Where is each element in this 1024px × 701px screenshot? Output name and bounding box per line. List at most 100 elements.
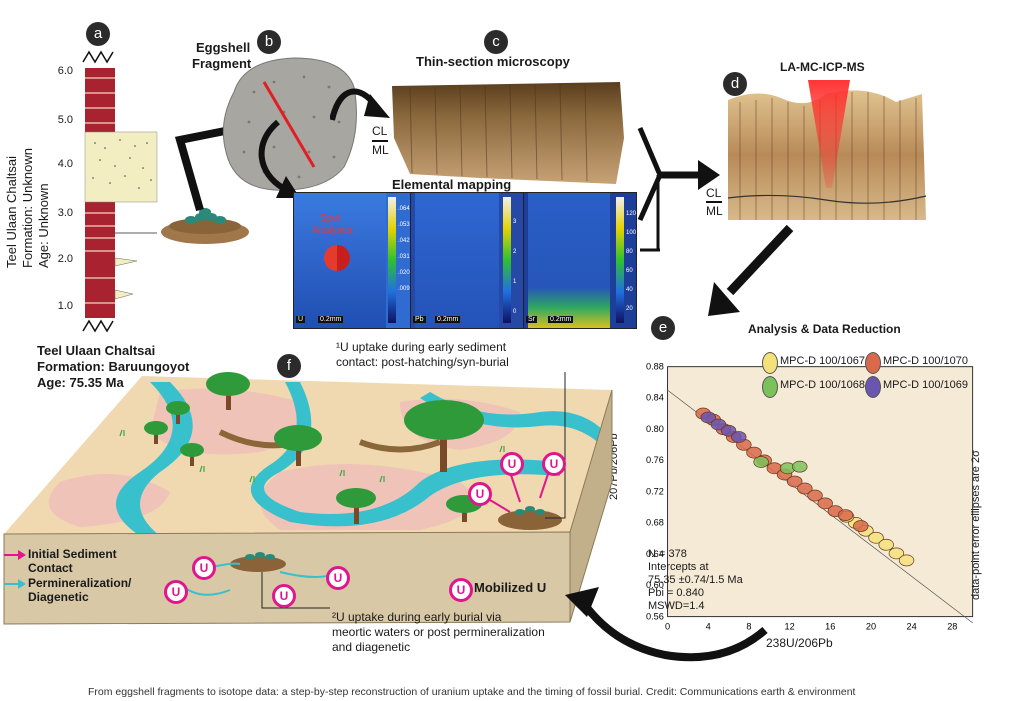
u-ball-mobilized: U bbox=[449, 578, 473, 602]
arrow-to-thin-section-icon bbox=[330, 88, 390, 121]
laser-divider bbox=[706, 201, 722, 203]
map-element-pb: Pb bbox=[413, 316, 426, 323]
data-point bbox=[792, 460, 808, 473]
stat-pbi: Pbi = 0.840 bbox=[648, 587, 704, 599]
u-ball-6: U bbox=[272, 584, 296, 608]
y-tick-label: 0.68 bbox=[646, 518, 664, 528]
mobilized-u-label: Mobilized U bbox=[474, 580, 547, 595]
legend-1070: MPC-D 100/1070 bbox=[883, 355, 968, 367]
map-scale-3: 0.2mm bbox=[548, 316, 574, 323]
stat-mswd: MSWD=1.4 bbox=[648, 600, 705, 612]
data-point bbox=[837, 509, 854, 521]
nest-icon bbox=[161, 208, 249, 244]
legend-swatch-1068 bbox=[762, 376, 778, 398]
map3-tick: 100 bbox=[626, 230, 637, 236]
badge-a: a bbox=[86, 22, 110, 46]
spot-analyses-label-2: Analyses bbox=[312, 225, 353, 236]
map1-tick: .064 bbox=[398, 206, 410, 212]
strat-tick-1: 1.0 bbox=[57, 300, 73, 312]
uptake2-line1: ²U uptake during early burial via bbox=[332, 610, 502, 624]
landscape-block bbox=[3, 372, 613, 625]
uptake1-line1: ¹U uptake during early sediment bbox=[336, 340, 507, 354]
map1-tick: .042 bbox=[398, 238, 410, 244]
laser-title: LA-MC-ICP-MS bbox=[780, 60, 865, 74]
mapping-title: Elemental mapping bbox=[392, 177, 512, 192]
y-tick-label: 0.76 bbox=[646, 455, 664, 465]
legend-perm-2: Diagenetic bbox=[28, 590, 89, 604]
map3-tick: 80 bbox=[626, 249, 633, 255]
data-point bbox=[853, 520, 869, 532]
y-tick-label: 0.88 bbox=[646, 361, 664, 371]
x-tick-label: 0 bbox=[665, 621, 670, 631]
uptake2-line3: and diagenetic bbox=[332, 640, 411, 654]
map-panel-u: Spot Analyses U 0.2mm .064 .053 .042 .03… bbox=[293, 192, 411, 329]
initial-contact-arrow-icon bbox=[4, 550, 26, 560]
eggshell-title-2: Fragment bbox=[192, 56, 252, 71]
y-tick-label: 0.64 bbox=[646, 549, 664, 559]
badge-d: d bbox=[723, 72, 747, 96]
map-scale-1: 0.2mm bbox=[318, 316, 344, 323]
u-ball-4: U bbox=[192, 556, 216, 580]
x-tick-label: 8 bbox=[746, 621, 751, 631]
thin-section-ml: ML bbox=[372, 143, 389, 157]
thin-section-title: Thin-section microscopy bbox=[416, 54, 570, 69]
strat-bottom-label-1: Teel Ulaan Chaltsai bbox=[37, 343, 156, 358]
data-point bbox=[817, 497, 833, 510]
map2-tick: 3 bbox=[513, 219, 517, 225]
map1-tick: .053 bbox=[398, 222, 410, 228]
u-ball-1: U bbox=[500, 452, 524, 476]
formation-vertical-label-1: Teel Ulaan Chaltsai bbox=[4, 155, 19, 268]
spot-analysis-marker bbox=[324, 245, 350, 271]
map3-tick: 40 bbox=[626, 287, 633, 293]
error-ellipse-note: data-point error ellipses are 2σ bbox=[970, 450, 982, 600]
map2-tick: 0 bbox=[513, 309, 517, 315]
data-point bbox=[710, 418, 727, 431]
strat-tick-3: 3.0 bbox=[57, 207, 73, 219]
stat-age: 75.35 ±0.74/1.5 Ma bbox=[648, 574, 743, 586]
map3-tick: 120 bbox=[626, 211, 637, 217]
data-point bbox=[753, 456, 769, 468]
thin-section-image bbox=[392, 82, 624, 184]
legend-initial-2: Contact bbox=[28, 561, 73, 575]
legend-1067: MPC-D 100/1067 bbox=[780, 355, 865, 367]
uptake1-line2: contact: post-hatching/syn-burial bbox=[336, 355, 509, 369]
u-ball-7: U bbox=[326, 566, 350, 590]
data-point bbox=[786, 475, 803, 488]
badge-b: b bbox=[257, 30, 281, 54]
map3-tick: 60 bbox=[626, 268, 633, 274]
u-ball-5: U bbox=[164, 580, 188, 604]
map-panel-pb: Pb 0.2mm 3 2 1 0 bbox=[410, 192, 524, 329]
x-tick-label: 12 bbox=[784, 621, 794, 631]
badge-e: e bbox=[651, 316, 675, 340]
map1-tick: .009 bbox=[398, 286, 410, 292]
chart-stats: N = 378 Intercepts at 75.35 ±0.74/1.5 Ma… bbox=[648, 548, 743, 613]
strat-tick-6: 6.0 bbox=[57, 65, 73, 77]
legend-swatch-1070 bbox=[865, 352, 881, 374]
data-point bbox=[731, 431, 747, 443]
data-point bbox=[746, 446, 762, 459]
y-tick-label: 0.72 bbox=[646, 486, 664, 496]
stat-n: N = 378 bbox=[648, 548, 687, 560]
legend-swatch-1069 bbox=[865, 376, 881, 398]
eggshell-fragment-image bbox=[222, 57, 357, 191]
strat-bottom-label-3: Age: 75.35 Ma bbox=[37, 375, 124, 390]
y-tick-label: 0.80 bbox=[646, 424, 664, 434]
arrow-to-laser-panel-icon bbox=[637, 127, 720, 252]
chart-xlabel: 238U/206Pb bbox=[766, 636, 833, 650]
thin-section-divider bbox=[372, 140, 388, 142]
u-ball-2: U bbox=[542, 452, 566, 476]
badge-f: f bbox=[277, 354, 301, 378]
legend-swatch-1067 bbox=[762, 352, 778, 374]
map3-tick: 20 bbox=[626, 306, 633, 312]
map-panel-sr: Sr 0.2mm 120 100 80 60 40 20 bbox=[523, 192, 637, 329]
strat-bottom-label-2: Formation: Baruungoyot bbox=[37, 359, 190, 374]
map2-tick: 2 bbox=[513, 249, 517, 255]
map-scale-2: 0.2mm bbox=[435, 316, 461, 323]
permineralization-arrow-icon bbox=[4, 579, 26, 589]
y-tick-label: 0.60 bbox=[646, 580, 664, 590]
thin-section-cl: CL bbox=[372, 124, 388, 138]
arrow-chart-to-block-icon bbox=[565, 587, 768, 662]
x-tick-label: 4 bbox=[706, 621, 711, 631]
strat-tick-4: 4.0 bbox=[57, 158, 73, 170]
